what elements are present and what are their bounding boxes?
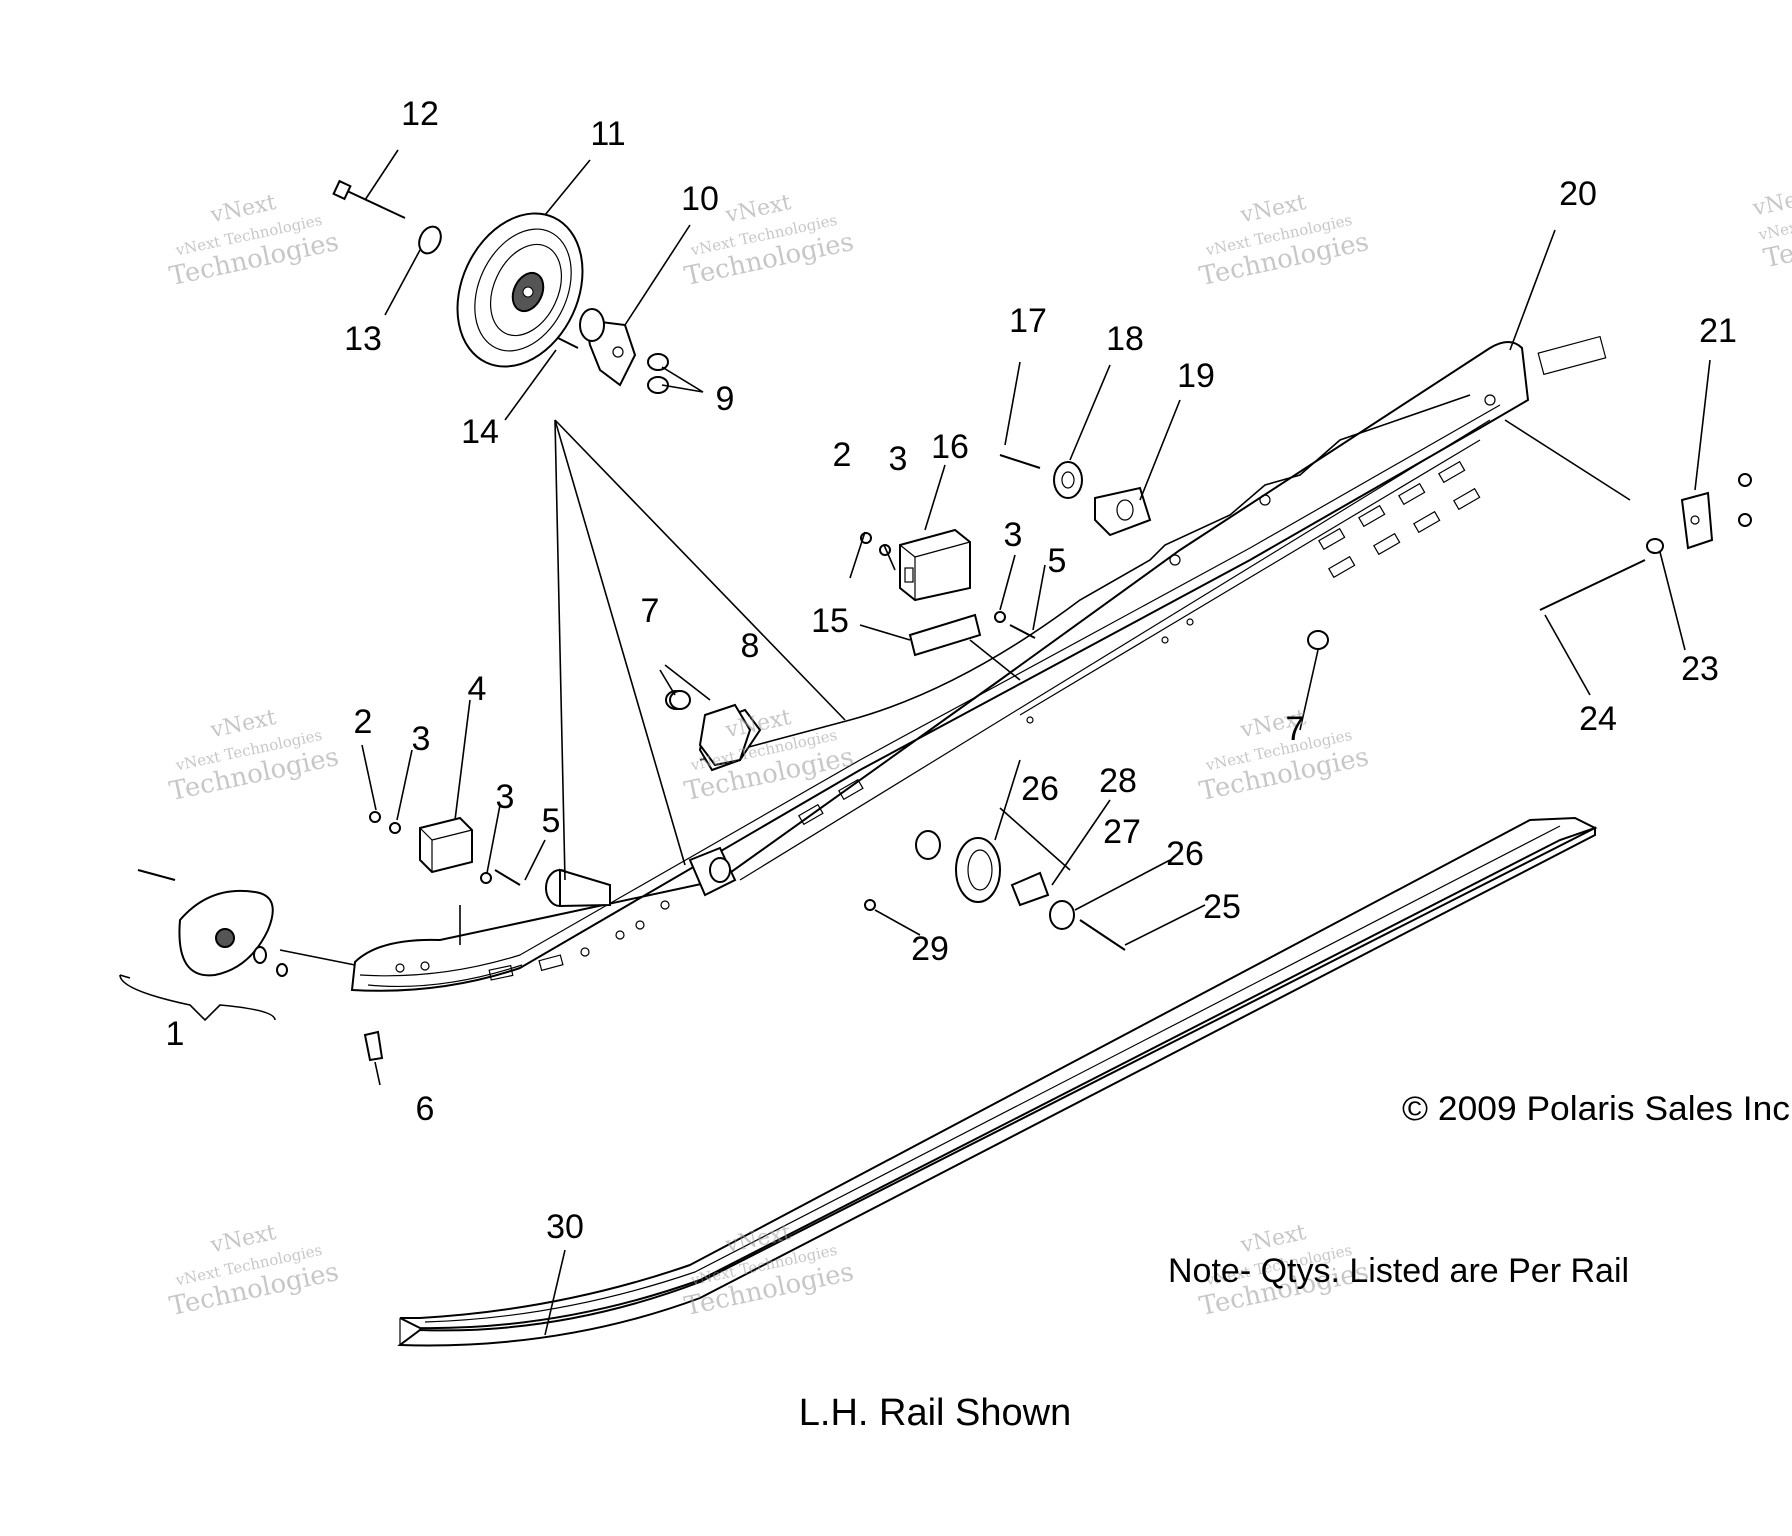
callout-3: 3 xyxy=(889,440,908,478)
slider-clip xyxy=(908,613,982,657)
callout-13: 13 xyxy=(344,320,382,358)
callout-3: 3 xyxy=(1004,516,1023,554)
callout-5: 5 xyxy=(1048,542,1067,580)
callout-30: 30 xyxy=(546,1208,584,1246)
callout-28: 28 xyxy=(1099,762,1137,800)
front-fasteners xyxy=(369,811,521,886)
rail-holes xyxy=(395,394,1496,973)
wheel-washer xyxy=(418,225,442,255)
mid-fasteners xyxy=(669,532,1329,710)
callout-7: 7 xyxy=(1286,710,1305,748)
wheel-bolt xyxy=(332,179,406,219)
callout-8: 8 xyxy=(741,627,760,665)
callout-24: 24 xyxy=(1579,700,1617,738)
rear-bracket xyxy=(1680,473,1752,550)
pivot-bolt-set xyxy=(999,454,1152,537)
slide-rail xyxy=(350,335,1607,992)
wear-strip xyxy=(397,816,1598,1347)
callout-18: 18 xyxy=(1106,320,1144,358)
mid-slider-block xyxy=(899,528,971,602)
rail-slots xyxy=(488,335,1607,981)
callout-3: 3 xyxy=(496,778,515,816)
bracket-bolt xyxy=(557,337,579,349)
rail-rivet xyxy=(363,1030,384,1062)
mid-bracket xyxy=(698,703,752,767)
svg-text:vNext: vNext xyxy=(1750,183,1792,221)
callout-15: 15 xyxy=(811,602,849,640)
callout-20: 20 xyxy=(1559,175,1597,213)
callout-27: 27 xyxy=(1103,813,1141,851)
diagram-caption: L.H. Rail Shown xyxy=(799,1392,1071,1434)
wheel-axle-bracket xyxy=(579,308,637,387)
callout-19: 19 xyxy=(1177,357,1215,395)
callout-25: 25 xyxy=(1203,888,1241,926)
callout-4: 4 xyxy=(468,670,487,708)
callout-21: 21 xyxy=(1699,312,1737,350)
rear-axle xyxy=(1539,538,1664,611)
front-slider-block xyxy=(419,816,473,874)
callout-11: 11 xyxy=(590,115,625,153)
callout-14: 14 xyxy=(461,413,499,451)
callout-7: 7 xyxy=(641,592,660,630)
callout-10: 10 xyxy=(681,180,719,218)
callout-26: 26 xyxy=(1021,770,1059,808)
copyright-notice: © 2009 Polaris Sales Inc xyxy=(1402,1090,1790,1128)
callout-6: 6 xyxy=(416,1090,435,1128)
callout-3: 3 xyxy=(412,720,431,758)
quantity-note: Note- Qtys. Listed are Per Rail xyxy=(1168,1252,1629,1290)
callout-29: 29 xyxy=(911,930,949,968)
callout-2: 2 xyxy=(833,436,852,474)
callout-labels: 1 2 2 3 3 3 3 4 5 5 6 7 7 8 9 10 11 12 1… xyxy=(166,95,1737,1246)
callout-9: 9 xyxy=(716,380,735,418)
rail-tip-assembly xyxy=(137,869,288,977)
callout-2: 2 xyxy=(354,703,373,741)
callout-16: 16 xyxy=(931,428,969,466)
callout-23: 23 xyxy=(1681,650,1719,688)
bracket-nuts xyxy=(647,353,669,394)
callout-12: 12 xyxy=(401,95,439,133)
rear-idler-set xyxy=(864,830,1126,951)
callout-1: 1 xyxy=(166,1015,185,1053)
idler-wheel xyxy=(456,212,584,368)
callout-26: 26 xyxy=(1166,835,1204,873)
callout-17: 17 xyxy=(1009,302,1047,340)
leader-lines xyxy=(119,149,1711,1336)
callout-5: 5 xyxy=(542,802,561,840)
